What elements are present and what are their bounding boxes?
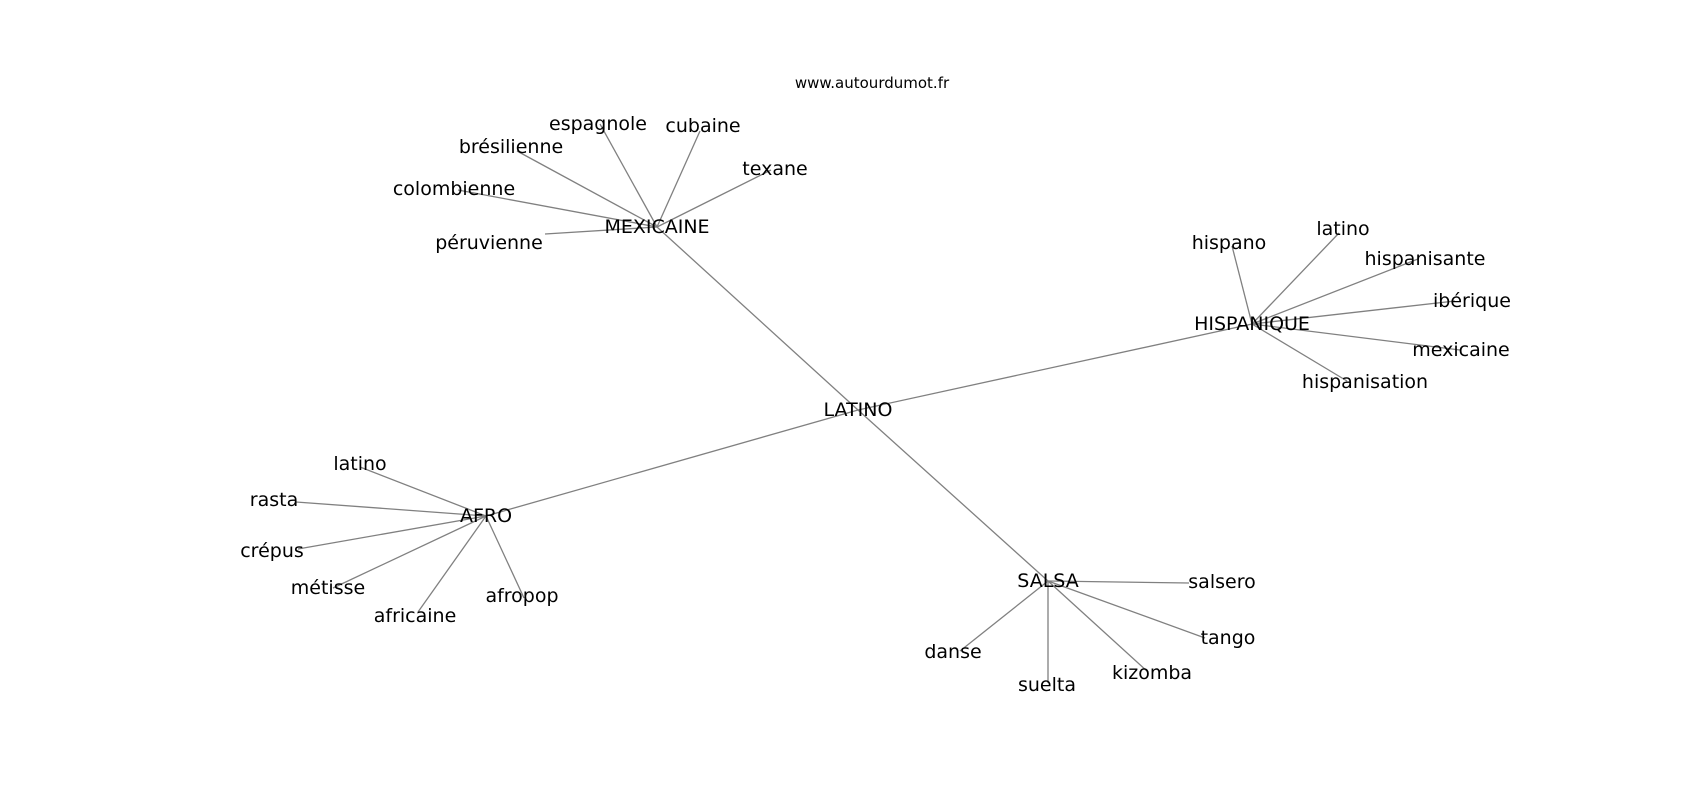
leaf-node-label: rasta [250,489,298,511]
hub-node-label: AFRO [460,505,512,527]
edge-center-to-hub [857,323,1253,411]
edge-hub-to-leaf [1251,323,1348,382]
edge-hub-to-leaf [1231,245,1253,325]
edge-hub-to-leaf [297,515,487,550]
leaf-node-label: danse [924,641,981,663]
edge-hub-to-leaf [1047,580,1206,639]
leaf-node-label: ibérique [1433,290,1511,312]
leaf-node-label: colombienne [393,178,515,200]
edge-hub-to-leaf [1047,580,1149,673]
edge-hub-to-leaf [1047,580,1190,584]
graph-edges [295,123,1461,683]
edge-center-to-hub [857,409,1049,582]
edge-hub-to-leaf [959,580,1049,652]
center-node-label: LATINO [824,399,893,421]
edge-hub-to-leaf [656,130,701,228]
leaf-node-label: texane [742,158,807,180]
leaf-node-label: latino [333,453,386,475]
watermark: www.autourdumot.fr [795,74,950,92]
leaf-node-label: brésilienne [459,136,563,158]
leaf-node-label: péruvienne [435,232,543,254]
hub-node-label: MEXICAINE [604,216,709,238]
leaf-node-label: latino [1316,218,1369,240]
edge-hub-to-leaf [359,466,487,517]
edge-hub-to-leaf [544,226,658,235]
leaf-node-label: africaine [374,605,457,627]
edge-hub-to-leaf [1251,232,1340,325]
leaf-node-label: tango [1201,627,1256,649]
edge-center-to-hub [485,409,859,517]
edge-hub-to-leaf [417,515,487,613]
leaf-node-label: métisse [291,577,365,599]
edge-hub-to-leaf [1251,258,1419,325]
edge-hub-to-leaf [332,515,487,589]
leaf-node-label: salsero [1188,571,1255,593]
edge-hub-to-leaf [599,123,658,228]
hub-node-label: HISPANIQUE [1194,313,1310,335]
edge-hub-to-leaf [485,515,525,599]
edge-hub-to-leaf [1251,300,1456,325]
leaf-node-label: crépus [240,540,304,562]
edge-hub-to-leaf [656,169,772,228]
edge-hub-to-leaf [457,189,658,228]
leaf-node-label: hispanisante [1365,248,1486,270]
edge-hub-to-leaf [1251,323,1461,351]
edge-center-to-hub [656,226,859,411]
edge-hub-to-leaf [295,501,487,517]
hub-node-label: SALSA [1017,570,1078,592]
leaf-node-label: afropop [485,585,558,607]
leaf-node-label: mexicaine [1412,339,1510,361]
graph-labels: LATINO MEXICAINE espagnole cubaine brésilien… [240,113,1511,696]
leaf-node-label: hispano [1192,232,1267,254]
leaf-node-label: kizomba [1112,662,1192,684]
edge-hub-to-leaf [516,150,658,228]
leaf-node-label: suelta [1018,674,1076,696]
leaf-node-label: hispanisation [1302,371,1428,393]
leaf-node-label: espagnole [549,113,647,135]
leaf-node-label: cubaine [665,115,740,137]
